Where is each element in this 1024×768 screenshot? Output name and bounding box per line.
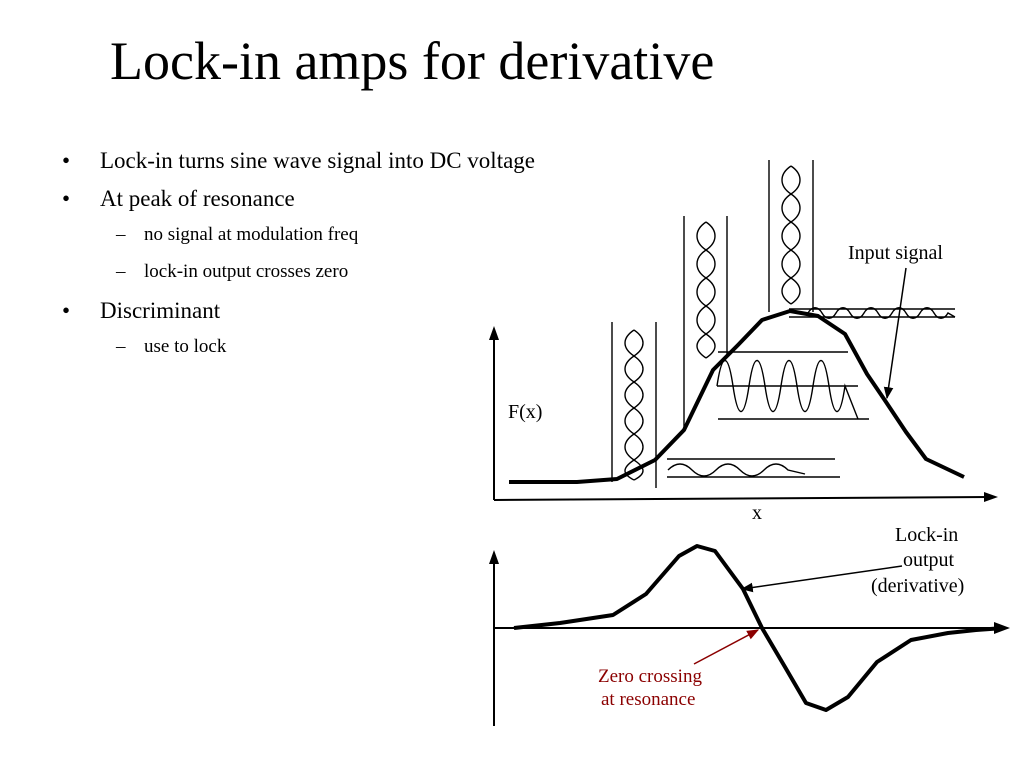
top-y-axis-arrowhead bbox=[489, 326, 499, 340]
bullet-marker: • bbox=[62, 148, 71, 173]
sub-bullet-marker: – bbox=[116, 261, 126, 282]
bullet-text: Discriminant bbox=[100, 298, 221, 323]
derivative-curve bbox=[513, 544, 1005, 712]
lockin-output-label-line-3: (derivative) bbox=[871, 575, 964, 597]
sub-bullet-item: – lock-in output crosses zero bbox=[62, 259, 662, 296]
top-x-axis-arrowhead bbox=[984, 492, 998, 502]
zero-crossing-label-line-2: at resonance bbox=[601, 689, 695, 710]
bullet-marker: • bbox=[62, 298, 71, 323]
top-x-axis bbox=[493, 496, 991, 501]
sub-bullet-marker: – bbox=[116, 224, 126, 245]
bullet-text: Lock-in turns sine wave signal into DC v… bbox=[100, 148, 536, 173]
lockin-output-arrow bbox=[740, 565, 903, 593]
bullet-text: At peak of resonance bbox=[100, 186, 295, 211]
bullet-item: • Discriminant bbox=[62, 296, 662, 334]
sine-column-2 bbox=[696, 221, 716, 359]
bullet-list: • Lock-in turns sine wave signal into DC… bbox=[62, 146, 662, 371]
resonance-curve bbox=[509, 309, 965, 484]
bullet-marker: • bbox=[62, 186, 71, 211]
zero-crossing-arrow bbox=[693, 629, 760, 665]
sine-column-3 bbox=[781, 165, 801, 305]
top-plot-axes bbox=[489, 326, 998, 502]
large-sine-wave bbox=[716, 360, 859, 420]
bullet-item: • At peak of resonance bbox=[62, 184, 662, 222]
small-sine-wave bbox=[667, 463, 806, 477]
horizontal-signals bbox=[667, 307, 956, 478]
lockin-output-label-line-2: output bbox=[903, 549, 955, 571]
sub-bullet-item: – use to lock bbox=[62, 334, 662, 371]
top-y-axis-label: F(x) bbox=[508, 401, 542, 423]
sub-bullet-text: lock-in output crosses zero bbox=[144, 261, 349, 282]
input-signal-label: Input signal bbox=[848, 242, 943, 264]
flat-sine-wave bbox=[807, 307, 956, 319]
bullet-item: • Lock-in turns sine wave signal into DC… bbox=[62, 146, 662, 184]
lockin-output-label-line-1: Lock-in bbox=[895, 524, 958, 546]
sub-bullet-text: use to lock bbox=[144, 336, 227, 357]
bottom-y-axis-arrowhead bbox=[489, 550, 499, 564]
sub-bullet-marker: – bbox=[116, 336, 126, 357]
top-x-axis-label: x bbox=[752, 502, 762, 524]
sub-bullet-text: no signal at modulation freq bbox=[144, 224, 359, 245]
zero-crossing-label-line-1: Zero crossing bbox=[598, 666, 702, 687]
sine-column-1 bbox=[624, 329, 644, 481]
sub-bullet-item: – no signal at modulation freq bbox=[62, 222, 662, 259]
vertical-modulation-columns bbox=[611, 160, 814, 488]
input-signal-arrow bbox=[883, 267, 907, 400]
slide-title: Lock-in amps for derivative bbox=[110, 31, 715, 91]
